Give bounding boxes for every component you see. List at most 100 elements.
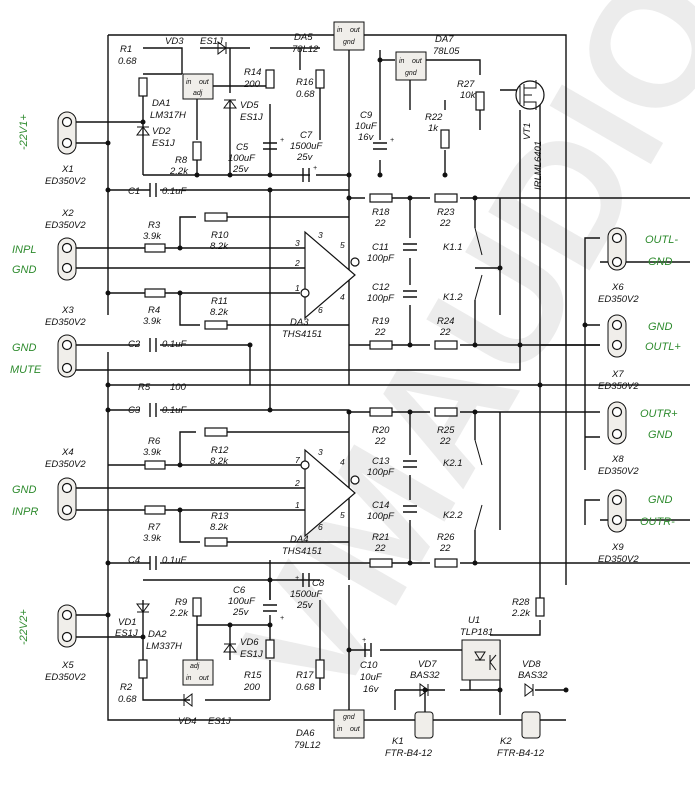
da6-body <box>333 709 365 739</box>
connector-x2 <box>57 237 77 281</box>
svg-text:THS4151: THS4151 <box>282 329 322 340</box>
svg-text:+: + <box>280 137 284 144</box>
r12-body <box>204 427 228 437</box>
svg-text:0.68: 0.68 <box>118 694 137 705</box>
svg-text:0.1uF: 0.1uF <box>162 405 187 416</box>
svg-text:3: 3 <box>318 447 323 457</box>
svg-text:R18: R18 <box>372 207 390 218</box>
svg-text:DA2: DA2 <box>148 629 167 640</box>
svg-text:LM337H: LM337H <box>146 641 182 652</box>
svg-text:DA6: DA6 <box>296 728 315 739</box>
svg-text:1500uF: 1500uF <box>290 589 323 600</box>
r28-body <box>535 597 545 617</box>
r11-body <box>204 320 228 330</box>
svg-text:22: 22 <box>439 436 451 447</box>
r20-body <box>369 407 393 417</box>
svg-text:BAS32: BAS32 <box>518 670 548 681</box>
r4-body <box>144 288 166 298</box>
svg-text:R5: R5 <box>138 382 151 393</box>
svg-text:VD8: VD8 <box>522 659 541 670</box>
connectors <box>57 111 627 648</box>
r3-body <box>144 243 166 253</box>
svg-text:X9: X9 <box>611 542 624 553</box>
svg-text:DA5: DA5 <box>294 32 313 43</box>
svg-text:TLP181: TLP181 <box>460 627 493 638</box>
svg-text:ES1J: ES1J <box>152 138 175 149</box>
svg-text:GND: GND <box>12 342 37 354</box>
svg-text:OUTR-: OUTR- <box>640 516 675 528</box>
capacitors: + + + + + + <box>149 137 417 657</box>
junctions <box>105 57 588 693</box>
svg-text:VD3: VD3 <box>165 36 184 47</box>
svg-text:ED350V2: ED350V2 <box>45 459 86 470</box>
svg-text:ED350V2: ED350V2 <box>598 294 639 305</box>
r18-body <box>369 193 393 203</box>
svg-text:X7: X7 <box>611 369 624 380</box>
connector-x5 <box>57 604 77 648</box>
svg-text:X1: X1 <box>61 164 74 175</box>
svg-text:C5: C5 <box>236 142 249 153</box>
svg-text:0.68: 0.68 <box>296 89 315 100</box>
svg-text:R14: R14 <box>244 67 261 78</box>
k2-coil <box>521 711 541 739</box>
r9-body <box>192 597 202 617</box>
svg-text:X2: X2 <box>61 208 74 219</box>
r2-body <box>138 659 148 679</box>
svg-text:K1.2: K1.2 <box>443 292 463 303</box>
svg-text:DA7: DA7 <box>435 34 454 45</box>
svg-text:VD1: VD1 <box>118 617 136 628</box>
svg-text:4: 4 <box>340 292 345 302</box>
connector-x3 <box>57 334 77 378</box>
svg-text:gnd: gnd <box>405 70 418 77</box>
svg-text:2: 2 <box>294 478 300 488</box>
svg-text:ED350V2: ED350V2 <box>598 466 639 477</box>
svg-text:R28: R28 <box>512 597 530 608</box>
svg-text:ES1J: ES1J <box>115 628 138 639</box>
watermark-text: VMAUDIO <box>201 0 695 732</box>
svg-text:200: 200 <box>243 682 261 693</box>
svg-text:GND: GND <box>648 494 673 506</box>
svg-text:R24: R24 <box>437 316 454 327</box>
svg-text:GND: GND <box>12 264 37 276</box>
r22-body <box>440 129 450 149</box>
svg-text:adj: adj <box>193 90 203 97</box>
r8-body <box>192 141 202 161</box>
svg-text:10uF: 10uF <box>360 672 383 683</box>
svg-text:25v: 25v <box>296 152 314 163</box>
connector-x6 <box>607 227 627 271</box>
svg-text:OUTL-: OUTL- <box>645 234 678 246</box>
svg-text:8.2k: 8.2k <box>210 456 229 467</box>
svg-text:78L12: 78L12 <box>292 44 319 55</box>
svg-text:out: out <box>199 675 210 682</box>
svg-text:U1: U1 <box>468 615 480 626</box>
svg-text:INPL: INPL <box>12 244 36 256</box>
svg-text:VD7: VD7 <box>418 659 437 670</box>
svg-text:X5: X5 <box>61 660 74 671</box>
svg-text:R3: R3 <box>148 220 161 231</box>
svg-text:R8: R8 <box>175 155 188 166</box>
svg-text:3: 3 <box>318 230 323 240</box>
r14-body <box>265 69 275 89</box>
labels: -22V1+ -22V2+ INPL GND GND MUTE GND INPR… <box>10 32 681 759</box>
svg-text:100pF: 100pF <box>367 253 395 264</box>
svg-text:25v: 25v <box>232 607 250 618</box>
svg-text:1500uF: 1500uF <box>290 141 323 152</box>
r10-body <box>204 212 228 222</box>
svg-text:0.68: 0.68 <box>296 682 315 693</box>
r19-body <box>369 340 393 350</box>
svg-text:R4: R4 <box>148 305 160 316</box>
r6-body <box>144 460 166 470</box>
svg-text:22: 22 <box>374 327 386 338</box>
svg-text:GND: GND <box>648 256 673 268</box>
integrated-circuits: in out adj adj in out in out gnd gnd in … <box>182 21 545 739</box>
svg-text:INPR: INPR <box>12 506 38 518</box>
svg-text:R20: R20 <box>372 425 390 436</box>
svg-text:X8: X8 <box>611 454 624 465</box>
da1-body <box>182 73 214 100</box>
svg-text:ED350V2: ED350V2 <box>45 317 86 328</box>
svg-text:8.2k: 8.2k <box>210 241 229 252</box>
svg-text:+: + <box>280 615 284 622</box>
da4-opamp <box>304 448 356 538</box>
svg-text:C11: C11 <box>372 242 389 253</box>
svg-text:K2: K2 <box>500 736 512 747</box>
